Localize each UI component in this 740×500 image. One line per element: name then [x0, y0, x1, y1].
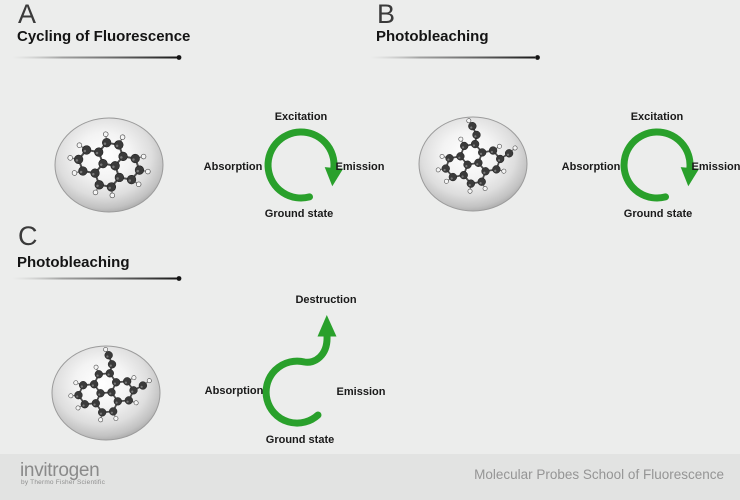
- title-underline-c: [12, 276, 182, 281]
- molecule-sphere-c: [51, 345, 161, 441]
- program-title: Molecular Probes School of Fluorescence: [474, 467, 724, 482]
- invitrogen-logo: invitrogen: [20, 460, 100, 481]
- label-absorption-a: Absorption: [203, 161, 263, 173]
- molecule-sphere-a: [54, 117, 164, 213]
- fluorophore-molecule-icon: [67, 131, 151, 199]
- label-excitation-b: Excitation: [630, 111, 684, 123]
- label-ground-state-b: Ground state: [623, 208, 693, 220]
- cycle-arrow-a-icon: [264, 128, 344, 202]
- invitrogen-logo-tagline: by Thermo Fisher Scientific: [21, 479, 106, 486]
- title-underline-b: [370, 55, 540, 60]
- label-emission-c: Emission: [336, 386, 386, 398]
- label-absorption-c: Absorption: [204, 385, 264, 397]
- cycle-arrow-b-icon: [620, 128, 700, 202]
- footer-bar: [0, 454, 740, 500]
- label-destruction-c: Destruction: [295, 294, 357, 306]
- label-emission-b: Emission: [691, 161, 740, 173]
- photobleached-molecule-icon: [435, 118, 518, 194]
- photobleached-molecule-icon: [68, 347, 152, 423]
- panel-title-b: Photobleaching: [376, 28, 489, 45]
- title-underline-a: [12, 55, 182, 60]
- molecule-sphere-b: [418, 116, 528, 212]
- label-absorption-b: Absorption: [561, 161, 621, 173]
- panel-letter-b: B: [377, 0, 396, 29]
- label-ground-state-a: Ground state: [264, 208, 334, 220]
- label-emission-a: Emission: [335, 161, 385, 173]
- panel-title-a: Cycling of Fluorescence: [17, 28, 191, 45]
- label-excitation-a: Excitation: [274, 111, 328, 123]
- panel-letter-a: A: [18, 0, 37, 29]
- label-ground-state-c: Ground state: [265, 434, 335, 446]
- destruction-arrow-c-icon: [262, 315, 337, 427]
- panel-letter-c: C: [18, 221, 38, 251]
- panel-title-c: Photobleaching: [17, 254, 130, 271]
